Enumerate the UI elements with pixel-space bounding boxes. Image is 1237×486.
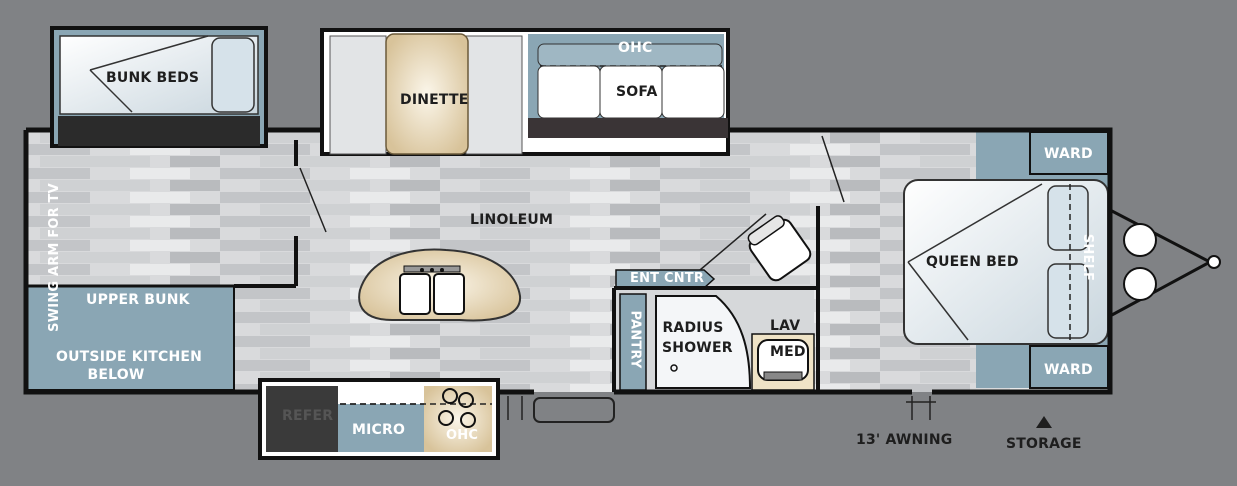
linoleum-label: LINOLEUM — [470, 212, 554, 228]
sofa-label: SOFA — [616, 84, 658, 100]
lav-label: LAV — [770, 318, 801, 334]
walls — [23, 127, 1113, 395]
recliner-chair — [747, 215, 812, 282]
ohc-top-label: OHC — [618, 40, 653, 56]
ward-bottom-label: WARD — [1044, 362, 1093, 378]
awning-markers — [906, 396, 936, 420]
kitchen-island — [358, 248, 522, 322]
upper-bunk-label: UPPER BUNK — [86, 292, 190, 308]
radius-line1: RADIUS — [662, 320, 724, 336]
upper-bunk-cabinet — [25, 285, 235, 391]
awning-label: 13' AWNING — [856, 432, 953, 448]
radius-line2: SHOWER — [662, 340, 733, 356]
shelf-label: SHELF — [1080, 233, 1096, 282]
bunk-beds-label: BUNK BEDS — [106, 70, 200, 86]
entry-step — [533, 397, 615, 423]
med-label: MED — [770, 344, 806, 360]
hitch — [1109, 208, 1221, 318]
ohc-bottom-label: OHC — [446, 428, 479, 443]
radius-shower-label: RADIUS SHOWER — [662, 318, 733, 358]
ent-cntr-label: ENT CNTR — [630, 271, 705, 286]
storage-label: STORAGE — [1006, 436, 1082, 452]
outside-kitchen-line2: BELOW — [87, 367, 145, 383]
storage-marker — [1036, 416, 1052, 428]
swing-arm-label: SWING ARM FOR TV — [46, 183, 62, 332]
ent-center-cabinet — [615, 269, 716, 289]
pantry-label: PANTRY — [627, 310, 643, 369]
bunk-slideout — [50, 26, 268, 148]
dinette-sofa-slideout — [320, 28, 730, 156]
micro-label: MICRO — [352, 422, 406, 438]
queen-bed-label: QUEEN BED — [926, 254, 1019, 270]
kitchen-counter — [258, 378, 500, 460]
outside-kitchen-line1: OUTSIDE KITCHEN — [56, 349, 203, 365]
ward-top-label: WARD — [1044, 146, 1093, 162]
dinette-label: DINETTE — [400, 92, 469, 108]
refer-label: REFER — [282, 408, 334, 424]
bedroom — [903, 131, 1109, 389]
bathroom — [614, 284, 815, 392]
outside-kitchen-label: OUTSIDE KITCHEN BELOW — [56, 348, 203, 384]
